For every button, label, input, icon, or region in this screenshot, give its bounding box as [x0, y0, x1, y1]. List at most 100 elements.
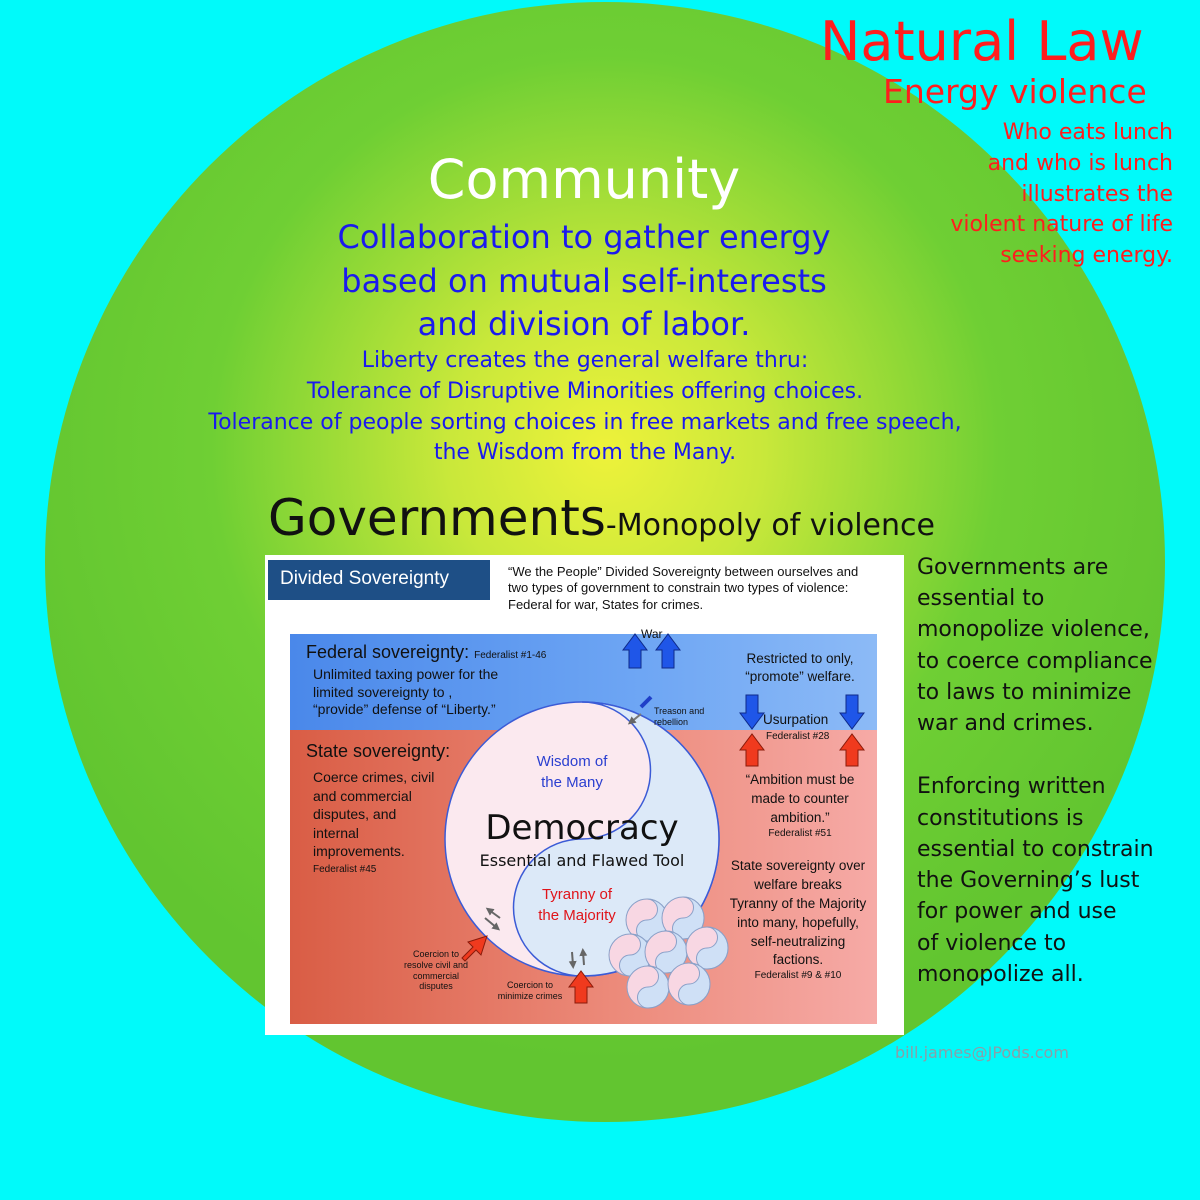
state-body: Coerce crimes, civil and commercial disp… — [313, 768, 434, 861]
tyranny-line: Tyranny of — [541, 886, 613, 903]
liberty-text: Liberty creates the general welfare thru… — [160, 346, 1010, 469]
state-line: improvements. — [313, 843, 405, 860]
liberty-line: Tolerance of Disruptive Minorities offer… — [306, 378, 864, 404]
state-welfare-line: State sovereignty over — [730, 858, 866, 873]
coercion-arrows-icon — [461, 935, 594, 1004]
natural-law-text: Who eats lunch and who is lunch illustra… — [913, 118, 1173, 272]
divided-sovereignty-description: “We the People” Divided Sovereignty betw… — [508, 564, 859, 612]
governments-title: Governments — [268, 489, 606, 547]
restricted-line: “promote” welfare. — [745, 668, 855, 684]
state-welfare-line: self-neutralizing — [750, 933, 846, 949]
tyranny-line: the Majority — [538, 907, 616, 924]
usurpation-up-arrows-icon — [739, 733, 865, 767]
state-welfare-line: factions. — [772, 952, 824, 968]
side-line: of violence to — [917, 930, 1067, 956]
natural-law-line: illustrates the — [1021, 181, 1173, 207]
coercion-disputes-label: Coercion to resolve civil and commercial… — [396, 949, 476, 992]
federal-line: limited sovereignty to , — [313, 683, 453, 700]
governments-side-text: Governments are essential to monopolize … — [917, 552, 1187, 1022]
restricted-text: Restricted to only,“promote” welfare. — [733, 650, 867, 685]
side-line: the Governing’s lust — [917, 868, 1140, 894]
war-label: War — [641, 627, 663, 641]
state-line: Coerce crimes, civil — [313, 769, 435, 785]
side-line: war and crimes. — [917, 711, 1094, 737]
federal-line: Unlimited taxing power for the — [313, 666, 499, 682]
governments-subtitle: -Monopoly of violence — [605, 508, 935, 543]
natural-law-title: Natural Law — [820, 10, 1144, 73]
democracy-title: Democracy — [485, 808, 679, 848]
side-line: monopolize all. — [917, 961, 1084, 987]
state-ref: Federalist #45 — [313, 864, 377, 875]
federal-ref: Federalist #1-46 — [474, 650, 547, 661]
ambition-line: made to counter — [751, 790, 849, 806]
contact-email: bill.james@JPods.com — [895, 1043, 1069, 1062]
side-line: essential to — [917, 586, 1045, 612]
side-line: to coerce compliance — [917, 648, 1153, 674]
wisdom-line: the Many — [541, 774, 603, 791]
community-line: and division of labor. — [417, 305, 751, 344]
wisdom-line: Wisdom of — [536, 753, 608, 770]
state-line: disputes, and — [313, 806, 397, 823]
state-welfare-line: into many, hopefully, — [737, 914, 859, 930]
community-description: Collaboration to gather energy based on … — [250, 216, 918, 347]
community-line: Collaboration to gather energy — [337, 218, 831, 256]
coercion-line: disputes — [419, 981, 453, 992]
side-line: to laws to minimize — [917, 679, 1132, 705]
usurpation-label: Usurpation — [763, 712, 829, 727]
coercion-line: resolve civil and — [403, 959, 469, 970]
treason-line: Treason and — [654, 706, 705, 716]
state-welfare-line: Tyranny of the Majority — [729, 895, 867, 911]
tyranny-label: Tyranny of the Majority — [517, 884, 637, 926]
war-arrows-icon — [622, 633, 681, 669]
natural-law-line: and who is lunch — [987, 150, 1173, 176]
coercion-line: Coercion to — [506, 980, 554, 990]
side-line: Enforcing written — [917, 774, 1106, 800]
ambition-line: ambition.” — [770, 809, 830, 825]
usurpation-ref: Federalist #28 — [766, 731, 830, 742]
natural-law-subtitle: Energy violence — [883, 72, 1147, 111]
community-line: based on mutual self-interests — [341, 261, 827, 300]
coercion-crimes-label: Coercion to minimize crimes — [490, 980, 570, 1002]
treason-arrow-icon — [627, 695, 653, 725]
small-grey-arrows-icon — [484, 907, 588, 969]
community-title: Community — [427, 148, 741, 211]
wisdom-label: Wisdom of the Many — [512, 751, 632, 793]
side-paragraph-1: Governments are essential to monopolize … — [917, 552, 1187, 739]
treason-line: rebellion — [654, 716, 689, 727]
ambition-ref: Federalist #51 — [768, 828, 832, 839]
side-line: for power and use — [917, 899, 1117, 925]
federal-sovereignty-heading: Federal sovereignty: Federalist #1-46 — [306, 642, 546, 663]
divided-sovereignty-header: Divided Sovereignty — [268, 560, 490, 600]
ambition-quote: “Ambition must be made to counter ambiti… — [730, 771, 870, 828]
liberty-line: Tolerance of people sorting choices in f… — [208, 409, 962, 435]
state-welfare-ref: Federalist #9 & #10 — [754, 970, 842, 981]
coercion-line: minimize crimes — [497, 990, 563, 1001]
natural-law-line: seeking energy. — [1000, 243, 1173, 269]
side-line: Governments are — [917, 555, 1109, 580]
democracy-subtitle: Essential and Flawed Tool — [479, 851, 685, 870]
coercion-line: Coercion to — [412, 949, 460, 959]
state-line: internal — [313, 824, 359, 841]
state-sovereignty-heading: State sovereignty: — [306, 741, 451, 761]
federal-body: Unlimited taxing power for the limited s… — [313, 666, 498, 719]
state-line: and commercial — [313, 787, 412, 804]
state-welfare-line: welfare breaks — [754, 876, 842, 892]
natural-law-line: Who eats lunch — [1002, 120, 1173, 145]
liberty-line: Liberty creates the general welfare thru… — [361, 348, 809, 373]
governments-heading: Governments-Monopoly of violence — [268, 493, 935, 543]
side-line: essential to constrain — [917, 836, 1154, 862]
federal-title: Federal sovereignty: — [306, 642, 470, 662]
usurpation-down-arrows-icon — [739, 694, 865, 730]
side-paragraph-2: Enforcing written constitutions is essen… — [917, 771, 1187, 990]
side-line: constitutions is — [917, 805, 1084, 831]
natural-law-line: violent nature of life — [950, 212, 1173, 238]
coercion-line: commercial — [412, 970, 459, 981]
state-welfare-text: State sovereignty over welfare breaks Ty… — [718, 857, 878, 970]
factions-cluster-icon — [608, 896, 729, 1009]
ambition-line: “Ambition must be — [745, 772, 855, 787]
liberty-line: the Wisdom from the Many. — [433, 440, 737, 466]
federal-line: “provide” defense of “Liberty.” — [313, 701, 496, 717]
side-line: monopolize violence, — [917, 617, 1150, 643]
